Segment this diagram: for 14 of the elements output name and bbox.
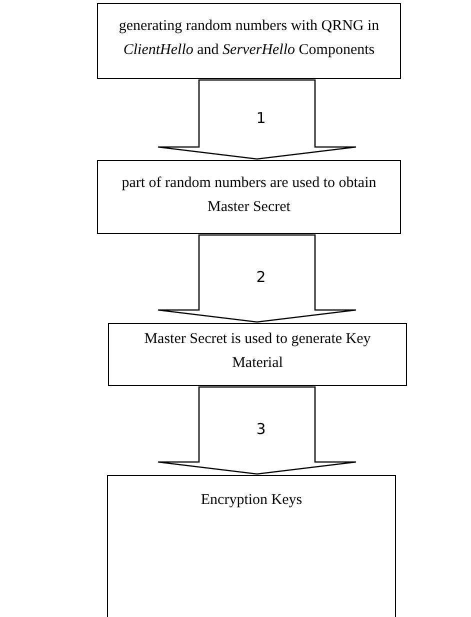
edge-label: 3 <box>256 420 266 438</box>
process-box <box>97 3 401 79</box>
edge-label: 2 <box>256 268 266 286</box>
box-text: part of random numbers are used to obtain Master Secret <box>120 174 378 217</box>
box-text: Encryption Keys <box>200 491 304 510</box>
block-arrow <box>157 234 357 323</box>
block-arrow <box>157 79 357 160</box>
box-text: generating random numbers with QRNG in ClientHello and ServerHello Components <box>118 17 380 60</box>
process-box <box>107 475 396 617</box>
process-box <box>108 323 407 386</box>
process-box <box>97 160 401 234</box>
box-text: Master Secret is used to generate Key Material <box>143 330 372 373</box>
edge-label: 1 <box>256 108 266 126</box>
block-arrow <box>157 386 357 475</box>
